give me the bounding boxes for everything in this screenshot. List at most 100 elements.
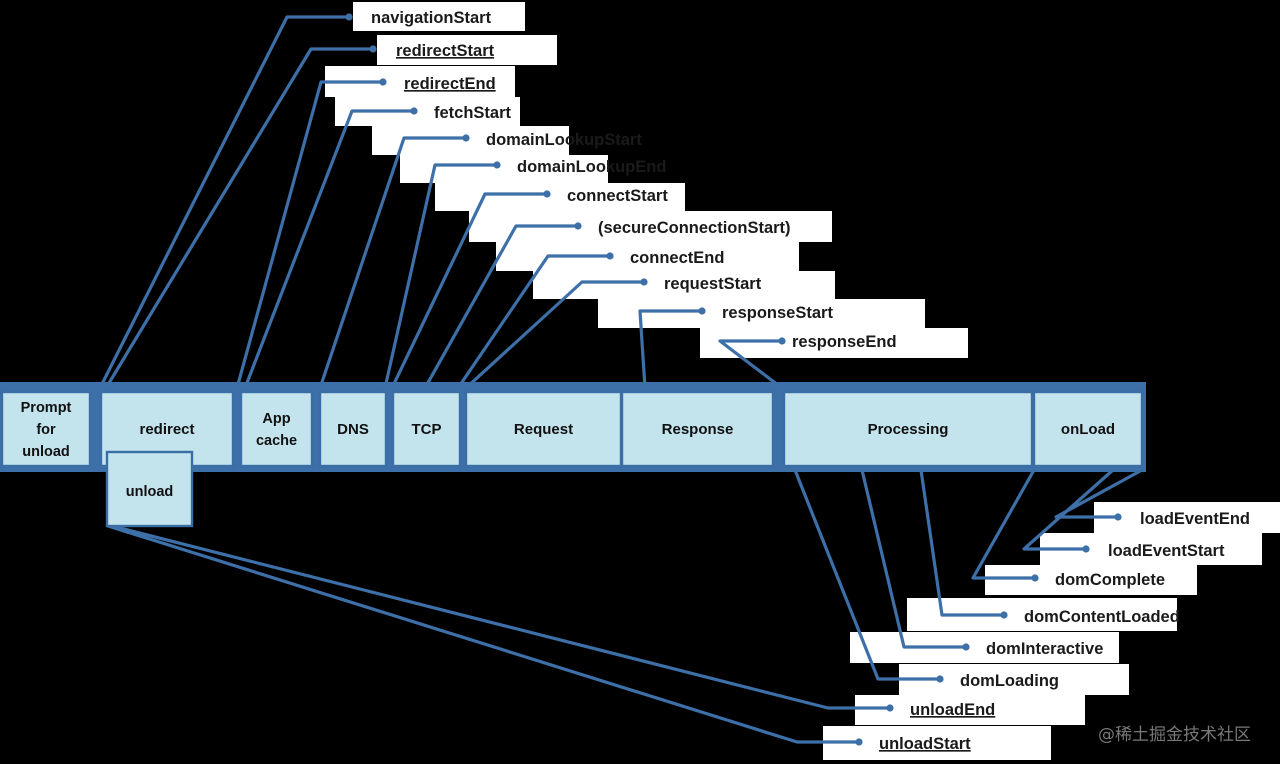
phase-box-rect[interactable] — [318, 390, 388, 468]
connector-dot-fetchStart — [410, 107, 418, 115]
event-label-unloadStart: unloadStart — [879, 735, 971, 753]
label-plate-loadEventEnd — [1094, 502, 1280, 533]
event-label-domContentLoaded: domContentLoaded — [1024, 608, 1180, 626]
phase-box-label: Response — [662, 421, 734, 438]
phase-box-label: cache — [256, 433, 297, 449]
connector-dot-domainLookupStart — [462, 134, 470, 142]
connector-dot-loadEventEnd — [1114, 513, 1122, 521]
phase-box-label: App — [262, 411, 290, 427]
connector-unloadEnd — [110, 524, 892, 710]
label-plate-navigationStart — [353, 2, 525, 31]
connector-connectStart — [390, 192, 549, 390]
connector-responseStart — [638, 309, 704, 390]
phase-box-label: Request — [514, 421, 573, 438]
event-label-secureConnectionStart: (secureConnectionStart) — [598, 219, 791, 237]
watermark: @稀土掘金技术社区 — [1098, 725, 1251, 745]
connector-responseEnd — [718, 339, 784, 390]
event-label-loadEventStart: loadEventStart — [1108, 542, 1225, 560]
connector-dot-unloadEnd — [886, 704, 894, 712]
connector-dot-loadEventStart — [1082, 545, 1090, 553]
label-plate-responseStart — [598, 299, 925, 328]
event-label-domainLookupEnd: domainLookupEnd — [517, 158, 666, 176]
event-label-navigationStart: navigationStart — [371, 9, 492, 27]
connector-loadEventEnd — [1054, 468, 1144, 519]
connector-dot-unloadStart — [855, 738, 863, 746]
label-plate-domInteractive — [850, 632, 1119, 663]
connector-navigationStart — [98, 15, 351, 390]
connector-dot-secureConnectionStart — [574, 222, 582, 230]
label-plate-unloadEnd — [855, 695, 1085, 725]
connector-group — [98, 13, 1144, 746]
label-plate-responseEnd — [700, 328, 968, 358]
connector-dot-domLoading — [936, 675, 944, 683]
phase-box-request[interactable]: Request — [464, 390, 623, 468]
connector-dot-domainLookupEnd — [493, 161, 501, 169]
phase-box-label: Prompt — [21, 400, 72, 416]
event-label-domLoading: domLoading — [960, 672, 1059, 690]
connector-domContentLoaded — [919, 468, 1006, 617]
connector-dot-responseStart — [698, 307, 706, 315]
connector-connectEnd — [456, 254, 612, 390]
connector-domLoading — [793, 468, 942, 681]
label-plate-redirectStart — [377, 35, 557, 65]
phase-box-rect[interactable] — [1032, 390, 1144, 468]
phase-box-rect[interactable] — [239, 390, 314, 468]
phase-box-label: unload — [22, 444, 70, 460]
phase-box-rect[interactable] — [105, 450, 194, 528]
timeline-band-top-edge — [0, 382, 1146, 388]
connector-loadEventStart — [1022, 468, 1115, 551]
label-plate-connectStart — [435, 183, 685, 211]
connector-dot-domComplete — [1031, 574, 1039, 582]
phase-box-unload[interactable]: unload — [105, 450, 194, 528]
event-label-redirectStart: redirectStart — [396, 42, 495, 60]
label-plate-requestStart — [533, 271, 835, 299]
connector-secureConnectionStart — [423, 224, 580, 390]
connector-dot-redirectStart — [369, 45, 377, 53]
phase-box-tcp[interactable]: TCP — [391, 390, 462, 468]
connector-dot-responseEnd — [778, 337, 786, 345]
connector-dot-requestStart — [640, 278, 648, 286]
connector-fetchStart — [243, 109, 416, 390]
event-label-group: navigationStart redirectStart redirectEnd f… — [371, 9, 1250, 753]
phase-box-rect[interactable] — [0, 390, 92, 468]
phase-box-label: redirect — [139, 421, 194, 438]
event-label-connectStart: connectStart — [567, 187, 668, 205]
phase-box-app-cache[interactable]: App cache — [239, 390, 314, 468]
connector-dot-redirectEnd — [379, 78, 387, 86]
phase-box-label: DNS — [337, 421, 369, 438]
phase-box-group: Prompt for unload redirect App cache DNS TCP Req… — [0, 390, 1144, 468]
connector-requestStart — [464, 280, 646, 390]
phase-box-rect[interactable] — [391, 390, 462, 468]
phase-box-rect[interactable] — [620, 390, 775, 468]
phase-box-label: Processing — [868, 421, 949, 438]
connector-redirectEnd — [235, 80, 385, 390]
phase-box-response[interactable]: Response — [620, 390, 775, 468]
connector-dot-connectStart — [543, 190, 551, 198]
event-label-requestStart: requestStart — [664, 275, 762, 293]
connector-domInteractive — [860, 468, 968, 649]
event-label-domainLookupStart: domainLookupStart — [486, 131, 642, 149]
event-label-redirectEnd: redirectEnd — [404, 75, 496, 93]
event-label-domComplete: domComplete — [1055, 571, 1165, 589]
connector-dot-connectEnd — [606, 252, 614, 260]
phase-box-prompt-for-unload[interactable]: Prompt for unload — [0, 390, 92, 468]
connector-domainLookupStart — [318, 136, 468, 390]
phase-box-label: for — [36, 422, 56, 438]
label-plate-domComplete — [985, 565, 1197, 595]
connector-dot-navigationStart — [345, 13, 353, 21]
connector-domainLookupEnd — [383, 163, 499, 390]
event-label-loadEventEnd: loadEventEnd — [1140, 510, 1250, 528]
phase-box-dns[interactable]: DNS — [318, 390, 388, 468]
phase-box-label: TCP — [412, 421, 442, 438]
phase-box-rect[interactable] — [782, 390, 1034, 468]
phase-box-onload[interactable]: onLoad — [1032, 390, 1144, 468]
phase-box-label: onLoad — [1061, 421, 1115, 438]
event-label-connectEnd: connectEnd — [630, 249, 724, 267]
event-label-unloadEnd: unloadEnd — [910, 701, 995, 719]
phase-box-processing[interactable]: Processing — [782, 390, 1034, 468]
event-label-fetchStart: fetchStart — [434, 104, 512, 122]
event-label-responseEnd: responseEnd — [792, 333, 897, 351]
phase-box-label: unload — [126, 484, 174, 500]
